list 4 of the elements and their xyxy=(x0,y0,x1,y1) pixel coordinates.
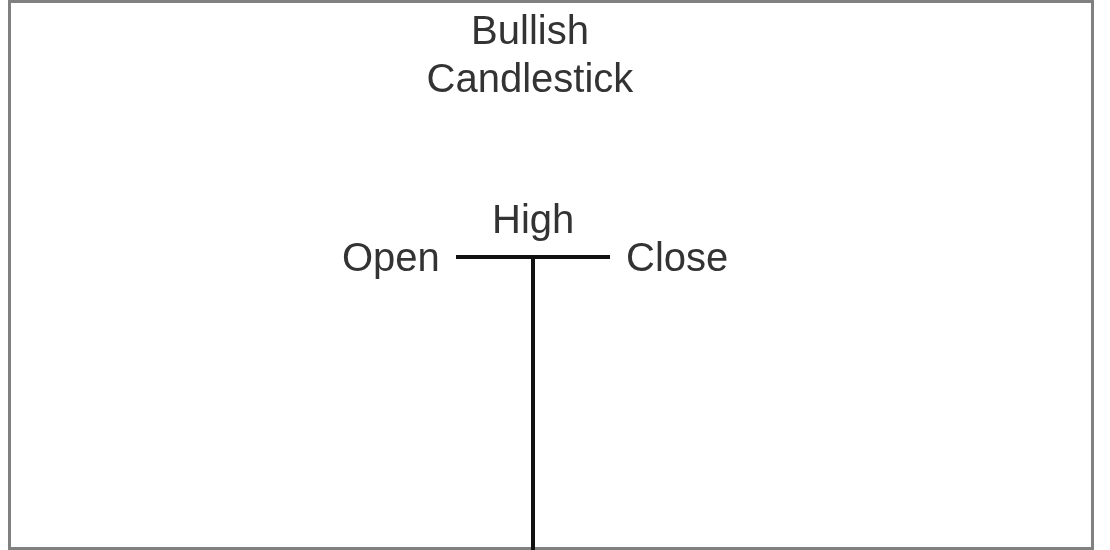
price-label: Close xyxy=(626,234,729,280)
price-label: High xyxy=(492,196,575,242)
diagram-title: Bullish Candlestick xyxy=(425,7,635,102)
price-label: Open xyxy=(342,234,440,280)
